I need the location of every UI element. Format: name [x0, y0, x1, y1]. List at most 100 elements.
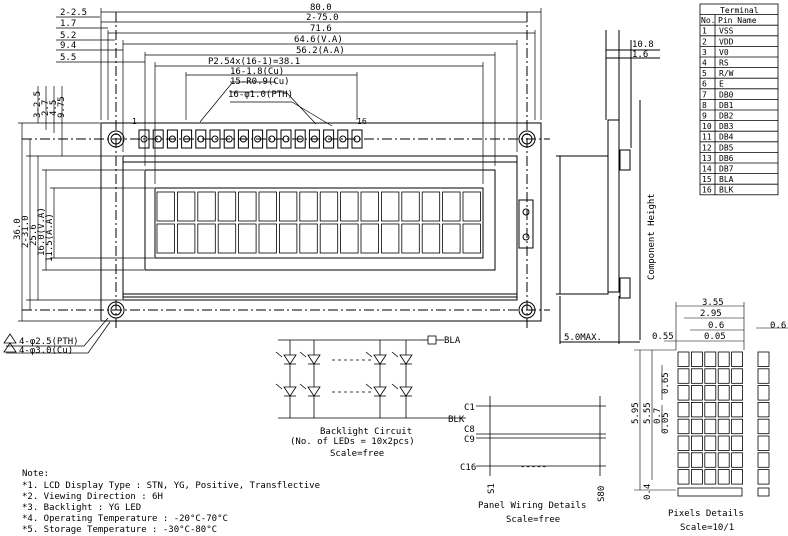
char-cell [238, 223, 257, 254]
char-cell [462, 191, 481, 222]
char-cell [380, 191, 400, 222]
pix-2-95: 2.95 [700, 309, 722, 319]
pixel-dot [704, 435, 717, 451]
led-symbol [399, 354, 413, 365]
terminal-row-name: DB5 [719, 143, 734, 152]
top-dimension-lines [56, 8, 542, 184]
char-cell [156, 223, 175, 254]
pixel-dot [731, 368, 743, 384]
pcb-outline [100, 122, 542, 322]
active-area [154, 187, 484, 259]
pixel-dot [691, 435, 703, 451]
char-cell [401, 223, 420, 254]
pixel-dot [731, 435, 743, 451]
char-cell [319, 223, 339, 254]
terminal-title: Terminal [720, 6, 759, 15]
char-cell [421, 191, 441, 222]
char-cell [299, 191, 318, 222]
terminal-row-name: BLK [719, 186, 734, 195]
char-cell [176, 191, 196, 222]
pixel-dot [704, 401, 717, 418]
dim-cu2: 15-R0.9(Cu) [230, 77, 290, 87]
pin-hole [140, 135, 148, 143]
char-cell [278, 223, 298, 254]
terminal-row-name: V0 [719, 48, 729, 57]
pixel-dot [691, 469, 703, 485]
dim-3-2-5: 3-2.5 [33, 91, 43, 118]
note-5: *5. Storage Temperature : -30°C-80°C [22, 525, 217, 535]
pixel-dot [731, 401, 743, 418]
pixel-dot [691, 418, 703, 435]
char-cell [442, 191, 461, 222]
pix-0-55: 0.55 [652, 332, 674, 342]
led-ray [391, 383, 399, 390]
dim-11-5-aa: 11.5(A.A) [45, 213, 55, 262]
terminal-row-no: 13 [702, 154, 712, 163]
terminal-row-name: DB7 [719, 165, 734, 174]
pixel-dot [731, 469, 743, 485]
pin-pad [280, 129, 292, 149]
led-ray [299, 383, 307, 390]
pixel-dot [677, 418, 690, 435]
dim-2-2-5: 2-2.5 [60, 8, 87, 18]
pin-hole [353, 135, 361, 143]
note-4: *4. Operating Temperature : -20°C-70°C [22, 514, 228, 524]
pixel-scale: Scale=10/1 [680, 523, 734, 533]
led-ray [275, 383, 283, 390]
dim-2-31: 2-31.0 [21, 215, 31, 248]
led-ray [391, 351, 399, 358]
backlight-subtitle: (No. of LEDs = 10x2pcs) [290, 437, 415, 447]
pix-0-05-a: 0.05 [704, 332, 726, 342]
pixel-dot [704, 351, 717, 367]
pin-hole [339, 135, 347, 143]
char-cell [340, 191, 359, 222]
terminal-row-no: 3 [702, 48, 707, 57]
led-ray [299, 351, 307, 358]
dim-16-va: 16.0(V.A) [37, 207, 47, 256]
wiring-c9: C9 [464, 435, 475, 445]
pix-0-05-b: 0.05 [661, 412, 671, 434]
pin-pad [152, 129, 164, 149]
pixel-dot [731, 418, 743, 435]
terminal-row-no: 1 [702, 27, 707, 36]
component-height-label: Component Height [647, 193, 657, 280]
pixel-dot [704, 368, 717, 384]
pixel-dot [717, 469, 730, 485]
terminal-row-no: 5 [702, 69, 707, 78]
wiring-title: Panel Wiring Details [478, 501, 586, 511]
terminal-row-no: 16 [702, 186, 712, 195]
terminal-row-name: DB4 [719, 133, 734, 142]
pixel-dot-next [757, 351, 770, 367]
terminal-row-no: 7 [702, 90, 707, 99]
pixel-dot [731, 385, 743, 401]
terminal-row-name: BLA [719, 175, 734, 184]
pixel-grid [677, 351, 770, 497]
led-ray [275, 351, 283, 358]
pin-hole [296, 135, 304, 143]
pin-pad [266, 129, 278, 149]
terminal-row-name: E [719, 80, 724, 89]
pixel-dot [691, 401, 703, 418]
cursor-line-next [757, 487, 770, 497]
char-cell [176, 223, 196, 254]
pixel-title: Pixels Details [668, 509, 744, 519]
pixel-dot [731, 452, 743, 468]
pixel-dot [704, 385, 717, 401]
pixel-dot [677, 469, 690, 485]
tab-hole-2 [522, 233, 530, 241]
terminal-row-name: DB6 [719, 154, 734, 163]
backlight-circuit [275, 335, 466, 419]
side-dim-10-8: 10.8 [632, 40, 654, 50]
pixel-dot [704, 469, 717, 485]
led-symbol [307, 386, 321, 397]
dim-9-75: 9.75 [57, 96, 67, 118]
pin-pad [337, 129, 349, 149]
dim-pth: 16-φ1.0(PTH) [228, 90, 293, 100]
terminal-row-no: 6 [702, 80, 707, 89]
terminal-row-no: 10 [702, 122, 712, 131]
terminal-row-name: R/W [719, 69, 734, 78]
dim-71-6: 71.6 [310, 24, 332, 34]
led-symbol [283, 354, 297, 365]
terminal-row-no: 15 [702, 175, 712, 184]
terminal-row-no: 9 [702, 112, 707, 121]
